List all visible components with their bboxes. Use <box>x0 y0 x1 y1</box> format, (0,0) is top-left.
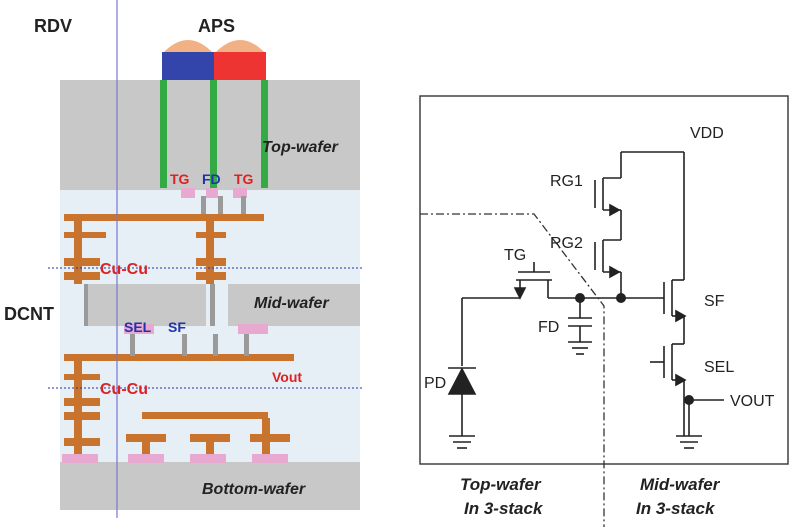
cu-pad-mid-2 <box>196 258 226 266</box>
sel-label: SEL <box>124 319 152 335</box>
schematic-labels: VDD RG1 RG2 TG SF FD SEL PD VOUT <box>424 125 775 410</box>
via-3 <box>241 196 246 216</box>
cu-line-upper <box>64 214 264 221</box>
cross-section: RDV APS Top-wafer TG FD TG Cu-Cu DCNT Mi… <box>4 0 362 518</box>
via-mid-4 <box>182 334 187 356</box>
rg2-arrow <box>609 265 621 279</box>
rg1-arrow <box>609 203 621 217</box>
cu-tee-1-stem <box>142 434 150 456</box>
vdd-label: VDD <box>690 125 724 142</box>
sf-label: SF <box>168 319 186 335</box>
top-wafer-label: Top-wafer <box>262 139 339 156</box>
micro-lens-right <box>214 40 266 54</box>
cu-pad-left-5 <box>64 412 100 420</box>
fd-label: FD <box>202 171 221 187</box>
cu-pad-left-4 <box>64 398 100 406</box>
pixel-schematic <box>419 95 789 527</box>
cu-pad-mid-3 <box>196 272 226 280</box>
aps-label: APS <box>198 16 235 36</box>
fd-label-schematic: FD <box>538 319 559 336</box>
fd-pad <box>206 188 218 198</box>
tg-arrow <box>513 287 527 300</box>
bottom-wafer-label: Bottom-wafer <box>202 481 306 498</box>
sel-arrow <box>675 373 687 387</box>
cu-line-upper-b <box>64 232 106 238</box>
via-2 <box>218 196 223 216</box>
mid-wafer-label: Mid-wafer <box>254 295 329 312</box>
cu-tee-2-stem <box>206 434 214 456</box>
caption-top-wafer-stack: In 3-stack <box>464 499 544 518</box>
cu-stem-mid <box>206 214 214 284</box>
captions: Top-wafer In 3-stack Mid-wafer In 3-stac… <box>460 475 721 518</box>
cu-tee-3-stem <box>262 418 270 456</box>
vout-label: Vout <box>272 369 302 385</box>
cu-cu-upper-label: Cu-Cu <box>100 261 148 278</box>
via-mid-2 <box>210 284 215 326</box>
bottom-pad-3 <box>190 454 226 463</box>
caption-mid-wafer-stack: In 3-stack <box>636 499 716 518</box>
tg-pad-left <box>181 188 195 198</box>
tg-right-label: TG <box>234 171 254 187</box>
bottom-pad-2 <box>128 454 164 463</box>
sf-arrow <box>675 309 687 323</box>
cu-stem-left-1 <box>74 214 82 284</box>
bottom-pad-4 <box>252 454 288 463</box>
cu-pad-left-2 <box>64 272 100 280</box>
cu-pad-left-3 <box>64 374 100 380</box>
cu-stem-left-2 <box>74 354 82 424</box>
tg-left-label: TG <box>170 171 190 187</box>
mid-wafer-silicon-right <box>228 284 360 326</box>
sf-label-schematic: SF <box>704 293 725 310</box>
caption-top-wafer: Top-wafer <box>460 475 542 494</box>
cu-line-mid <box>64 354 264 361</box>
bottom-pad-1 <box>62 454 98 463</box>
fd-node-dot-2 <box>616 293 626 303</box>
wafer-boundary-line <box>420 213 605 527</box>
vout-label-schematic: VOUT <box>730 393 775 410</box>
tg-pad-right <box>233 188 247 198</box>
mid-wafer-silicon-left <box>88 284 206 326</box>
cu-pad-mid-1 <box>196 232 226 238</box>
via-1 <box>201 196 206 216</box>
dcnt-label: DCNT <box>4 304 54 324</box>
pd-label: PD <box>424 375 446 392</box>
caption-mid-wafer: Mid-wafer <box>640 475 721 494</box>
rdv-label: RDV <box>34 16 72 36</box>
via-mid-1 <box>84 284 88 326</box>
cu-line-bottom <box>142 412 268 419</box>
via-mid-6 <box>244 334 249 356</box>
cu-pad-left-1 <box>64 258 100 266</box>
sf-pad <box>238 324 268 334</box>
pd-diode-icon <box>447 367 477 395</box>
bottom-wafer-silicon <box>60 462 360 510</box>
isolation-pillar-2 <box>210 80 217 188</box>
isolation-pillar-1 <box>160 80 167 188</box>
cu-vout-line <box>176 354 294 361</box>
cu-pad-left-6 <box>64 438 100 446</box>
sel-label-schematic: SEL <box>704 359 734 376</box>
via-mid-3 <box>130 334 135 356</box>
color-filter-blue <box>162 52 214 80</box>
micro-lens-left <box>162 40 214 54</box>
tg-label: TG <box>504 247 526 264</box>
sel-pad <box>124 324 154 334</box>
rg2-label: RG2 <box>550 235 583 252</box>
color-filter-red <box>214 52 266 80</box>
cu-cu-lower-label: Cu-Cu <box>100 381 148 398</box>
via-mid-5 <box>213 334 218 356</box>
rg1-label: RG1 <box>550 173 583 190</box>
isolation-pillar-3 <box>261 80 268 188</box>
